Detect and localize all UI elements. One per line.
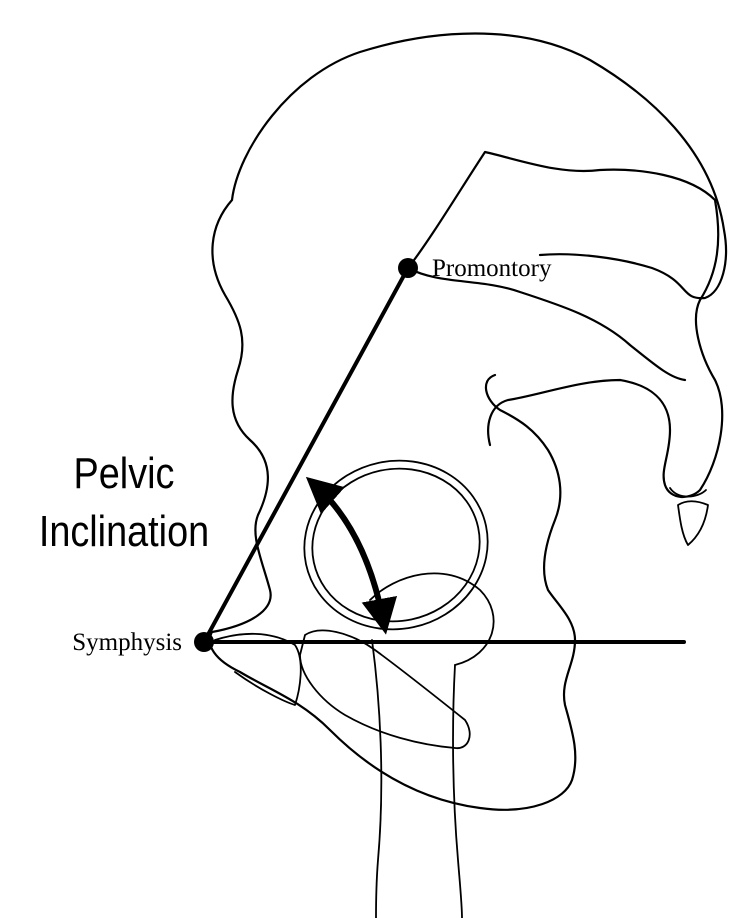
femur-head-outline <box>370 573 494 665</box>
pelvic-inclination-label-line1: Pelvic <box>74 448 175 497</box>
femur-shaft-right <box>453 665 462 918</box>
promontory-label: Promontory <box>432 255 552 282</box>
femur-shaft-left <box>372 640 381 918</box>
sacrum-outline <box>408 152 722 497</box>
symphysis-label: Symphysis <box>72 629 182 656</box>
pubic-ramus <box>215 634 301 705</box>
acetabulum-outer-ring <box>289 444 504 647</box>
acetabulum-inner-ring <box>298 453 494 637</box>
inclination-arc-arrow <box>314 484 384 624</box>
promontory-point <box>398 258 418 278</box>
obturator-foramen <box>300 630 470 748</box>
symphysis-point <box>194 632 214 652</box>
pelvic-inclination-label-line2: Inclination <box>39 506 209 555</box>
coccyx-lower <box>678 501 708 545</box>
ilium-outline <box>210 34 726 810</box>
